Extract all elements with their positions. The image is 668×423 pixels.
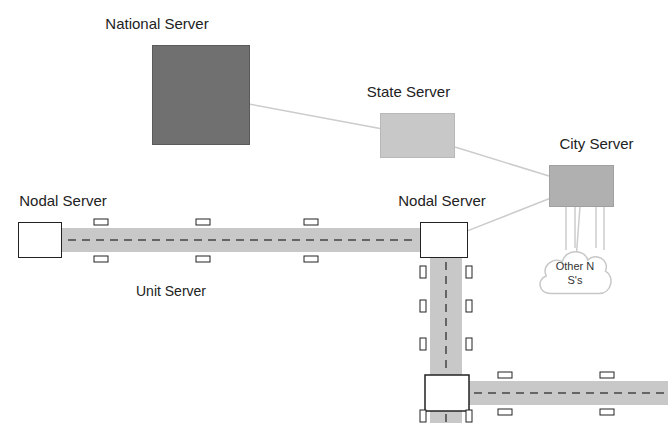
city-server: City Server <box>549 165 614 207</box>
road <box>62 228 668 423</box>
server-label: National Server <box>105 15 208 32</box>
server-link <box>577 207 580 253</box>
unit-server-symbols <box>94 219 614 422</box>
server-link <box>455 147 549 176</box>
server-label: Nodal Server <box>19 192 107 209</box>
state-server: State Server <box>380 113 455 158</box>
road-label: Unit Server <box>136 283 206 299</box>
cloud-label: Other N S's <box>553 260 597 288</box>
nodal-box <box>425 375 469 411</box>
nodal-server: Nodal Server <box>420 222 468 258</box>
server-link <box>250 104 380 128</box>
cloud: Other N S's <box>535 244 615 304</box>
server-label: City Server <box>559 135 633 152</box>
extra-links <box>566 207 604 250</box>
national-server: National Server <box>152 45 250 145</box>
server-label: Nodal Server <box>398 192 486 209</box>
nodal-server: Nodal Server <box>18 222 62 258</box>
server-label: State Server <box>367 83 450 100</box>
